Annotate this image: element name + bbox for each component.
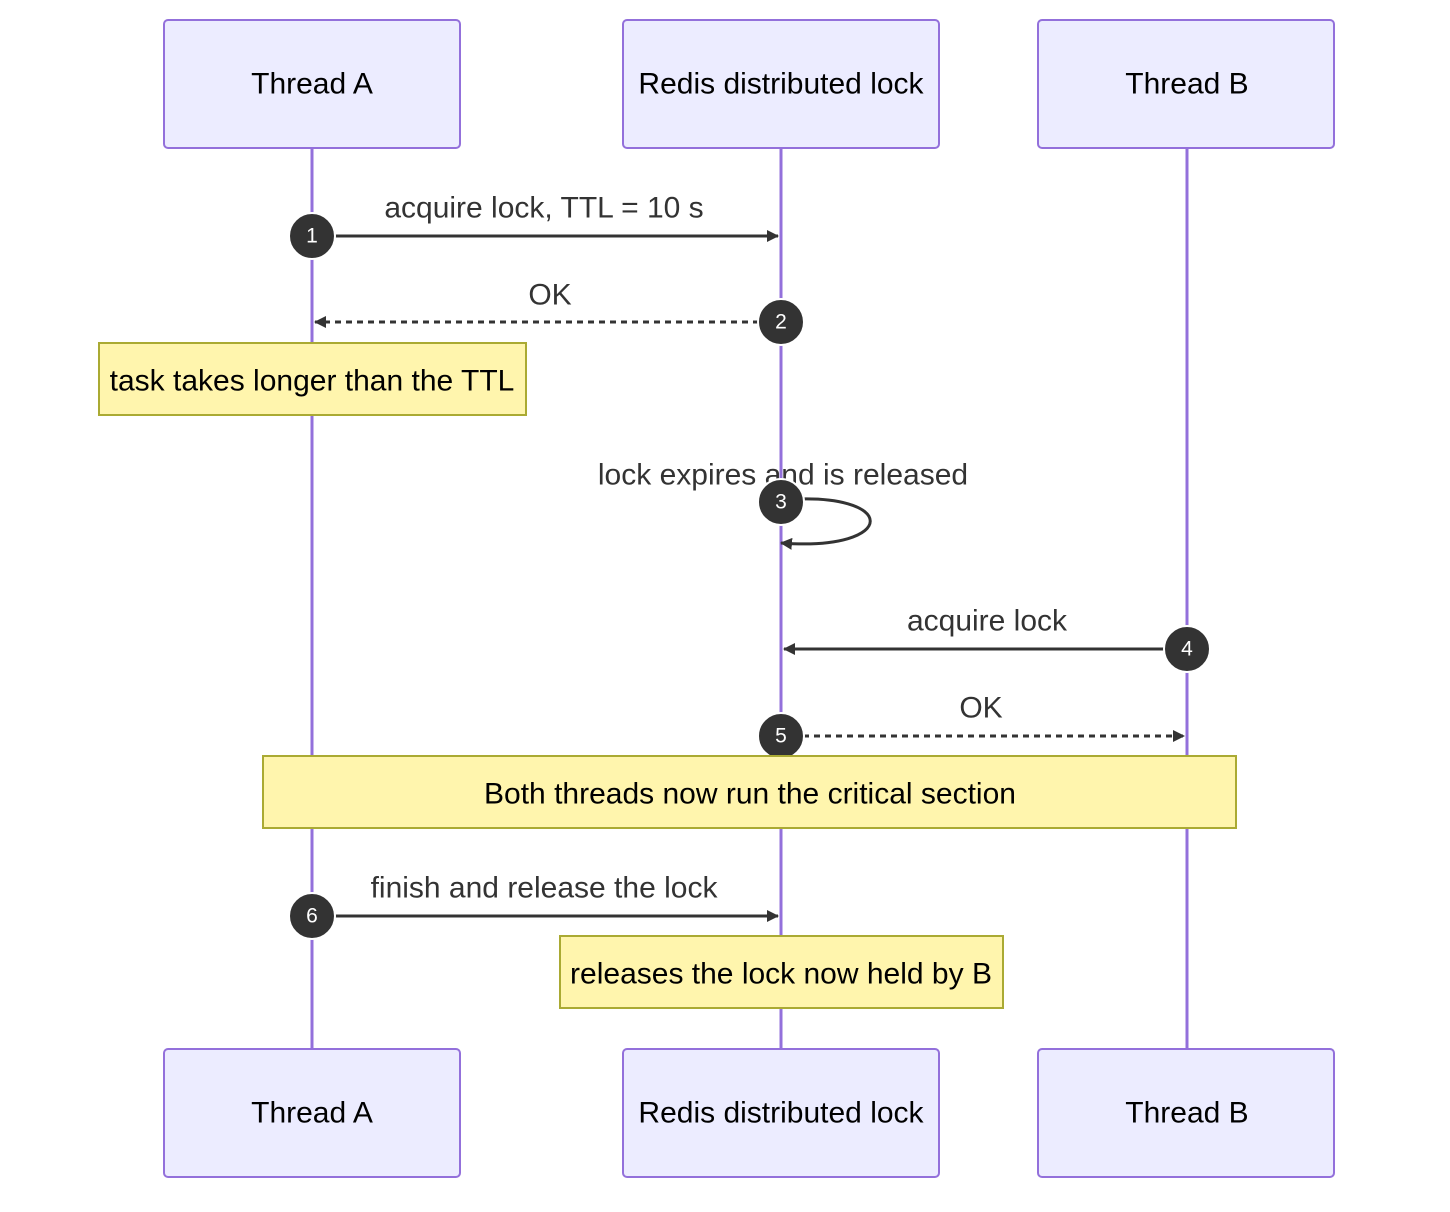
actor-redis-lock-top-label: Redis distributed lock	[638, 68, 924, 101]
sequence-number-4	[1163, 625, 1211, 673]
message-2: OK 2	[314, 279, 805, 346]
sequence-number-1-text: 1	[306, 225, 318, 248]
message-4-label: acquire lock	[907, 605, 1068, 638]
actor-redis-lock-bottom: Redis distributed lock	[622, 1048, 940, 1178]
message-2-label: OK	[528, 279, 571, 312]
sequence-number-2-text: 2	[775, 311, 787, 334]
sequence-number-1	[288, 212, 336, 260]
actor-thread-a-top: Thread A	[163, 19, 461, 149]
actor-thread-b-bottom: Thread B	[1037, 1048, 1335, 1178]
sequence-number-3	[757, 478, 805, 526]
sequence-number-2	[757, 298, 805, 346]
note-task-longer-text: task takes longer than the TTL	[110, 365, 515, 398]
note-both-threads-text: Both threads now run the critical sectio…	[484, 778, 1016, 811]
message-1: acquire lock, TTL = 10 s 1	[288, 192, 779, 260]
sequence-number-3-text: 3	[775, 491, 787, 514]
message-5: OK 5	[757, 692, 1185, 760]
actor-thread-a-bottom: Thread A	[163, 1048, 461, 1178]
actor-thread-b-top: Thread B	[1037, 19, 1335, 149]
message-1-label: acquire lock, TTL = 10 s	[384, 192, 703, 225]
sequence-number-6-text: 6	[306, 905, 318, 928]
message-6: finish and release the lock 6	[288, 872, 779, 940]
message-5-label: OK	[959, 692, 1002, 725]
note-task-longer: task takes longer than the TTL	[98, 342, 527, 416]
sequence-number-5-text: 5	[775, 725, 787, 748]
actor-thread-a-bottom-label: Thread A	[251, 1097, 373, 1130]
actor-redis-lock-top: Redis distributed lock	[622, 19, 940, 149]
sequence-number-4-text: 4	[1181, 638, 1193, 661]
note-both-threads: Both threads now run the critical sectio…	[262, 755, 1237, 829]
message-3: lock expires and is released 3	[598, 459, 968, 550]
actor-thread-b-top-label: Thread B	[1125, 68, 1248, 101]
actor-thread-a-top-label: Thread A	[251, 68, 373, 101]
message-6-label: finish and release the lock	[371, 872, 719, 905]
message-4: acquire lock 4	[783, 605, 1211, 673]
note-releases-lock-text: releases the lock now held by B	[570, 958, 992, 991]
actor-redis-lock-bottom-label: Redis distributed lock	[638, 1097, 924, 1130]
actor-thread-b-bottom-label: Thread B	[1125, 1097, 1248, 1130]
sequence-number-6	[288, 892, 336, 940]
note-releases-lock: releases the lock now held by B	[559, 935, 1004, 1009]
